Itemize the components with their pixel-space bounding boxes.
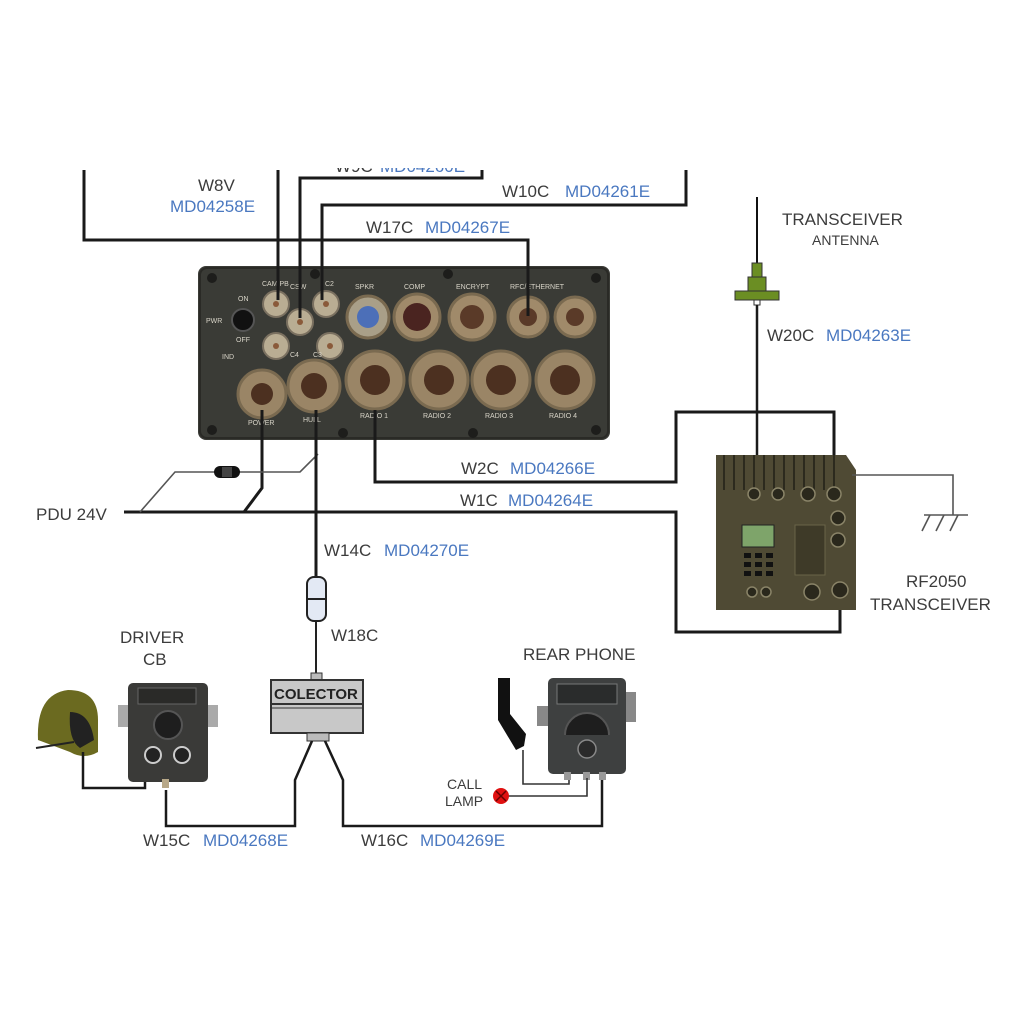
panel-label-c2: C2 [325, 281, 334, 288]
w20c-id: W20C [767, 326, 814, 345]
wire-w2c [373, 410, 836, 492]
wire-pdu-branch [139, 453, 319, 513]
switch-pwr-label: PWR [206, 318, 222, 325]
w17c-code: MD04267E [425, 218, 510, 237]
ground-icon [921, 514, 968, 532]
collector-label: COLECTOR [274, 686, 358, 703]
w8v-code: MD04258E [170, 197, 255, 216]
panel-label-csw: CSW [290, 284, 307, 291]
call-lamp-label-line1: CALL [447, 776, 482, 792]
rf2050-transceiver [716, 455, 856, 610]
panel-label-encrypt: ENCRYPT [456, 284, 490, 291]
w14c-id: W14C [324, 541, 371, 560]
wire-call-lamp [508, 778, 588, 797]
wire-w15c [164, 740, 314, 828]
w20c-code: MD04263E [826, 326, 911, 345]
call-lamp-icon [493, 788, 509, 804]
w10c-code: MD04261E [565, 182, 650, 201]
panel-label-spkr: SPKR [355, 284, 374, 291]
w2c-code: MD04266E [510, 459, 595, 478]
wire-w10c [320, 170, 688, 300]
w18c-id: W18C [331, 626, 378, 645]
w1c-id: W1C [460, 491, 498, 510]
inline-fuse-icon [214, 466, 240, 478]
wire-headset [81, 752, 147, 790]
helmet-icon [35, 690, 98, 756]
w1c-code: MD04264E [508, 491, 593, 510]
w16c-code: MD04269E [420, 831, 505, 850]
switch-off-label: OFF [236, 337, 250, 344]
handset-icon [498, 678, 526, 750]
rear-phone-label: REAR PHONE [523, 645, 635, 664]
collector-box [270, 672, 364, 742]
antenna-label-line2: ANTENNA [812, 232, 880, 248]
call-lamp-label-line2: LAMP [445, 793, 483, 809]
switch-on-label: ON [238, 296, 249, 303]
panel-label-cam: CAM/PB [262, 281, 289, 288]
panel-label-radio4: RADIO 4 [549, 413, 577, 420]
w14c-code: MD04270E [384, 541, 469, 560]
power-switch [231, 308, 255, 332]
w17c-id: W17C [366, 218, 413, 237]
w8v-id: W8V [198, 176, 236, 195]
ground-wire [852, 474, 954, 515]
driver-cb-label-line1: DRIVER [120, 628, 184, 647]
wire-w9c [298, 170, 484, 315]
transceiver-antenna [734, 197, 780, 306]
panel-label-hull: HULL [303, 417, 321, 424]
panel-label-radio2: RADIO 2 [423, 413, 451, 420]
panel-label-rfc-ethernet: RFC/ETHERNET [510, 284, 565, 291]
inline-connector-icon [306, 576, 327, 622]
transceiver-display [741, 524, 775, 548]
panel-label-c4: C4 [290, 352, 299, 359]
wire-power [242, 410, 264, 513]
pdu-label: PDU 24V [36, 505, 108, 524]
driver-cb-label-line2: CB [143, 650, 167, 669]
wire-w1c [124, 510, 842, 634]
w2c-id: W2C [461, 459, 499, 478]
transceiver-label-line2: TRANSCEIVER [870, 595, 991, 614]
ind-label: IND [222, 354, 234, 361]
junction-panel: ON PWR OFF IND CAM/PB CSW C2 C4 C3 [198, 266, 610, 440]
panel-label-comp: COMP [404, 284, 425, 291]
antenna-label-line1: TRANSCEIVER [782, 210, 903, 229]
w15c-code: MD04268E [203, 831, 288, 850]
wire-w16c [323, 740, 604, 828]
transceiver-label-line1: RF2050 [906, 572, 966, 591]
w16c-id: W16C [361, 831, 408, 850]
rear-phone-box [537, 678, 636, 780]
panel-label-c3: C3 [313, 352, 322, 359]
w10c-id: W10C [502, 182, 549, 201]
panel-label-radio3: RADIO 3 [485, 413, 513, 420]
w15c-id: W15C [143, 831, 190, 850]
driver-control-box [118, 683, 218, 788]
